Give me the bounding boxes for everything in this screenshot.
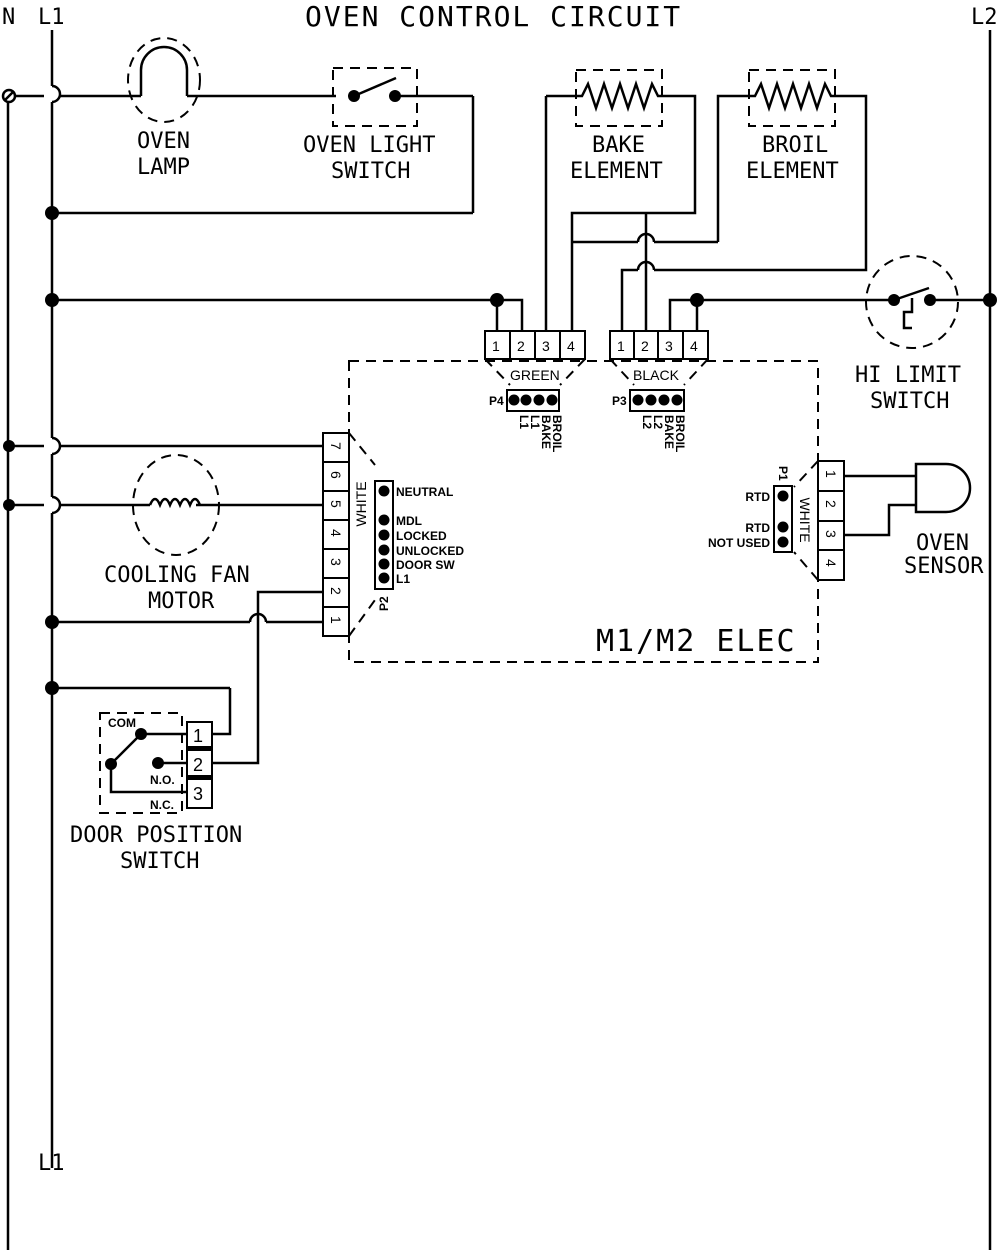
p2-name: P2: [377, 596, 391, 611]
p4-signal-2: L1: [528, 415, 542, 429]
p2-signal-unlocked: UNLOCKED: [396, 544, 464, 558]
p3-color-label: BLACK: [633, 367, 680, 383]
p2-pin-6: 6: [328, 471, 344, 479]
connector-p1: 1 2 3 4 WHITE P1 RTD RTD NOT USED: [708, 460, 845, 581]
p3-signal-3: BAKE: [662, 415, 676, 449]
p1-pin-1: 1: [823, 470, 839, 478]
broil-element: BROIL ELEMENT: [572, 69, 868, 330]
p3-signal-2: L2: [651, 415, 665, 429]
oven-lamp-label-2: LAMP: [137, 155, 190, 180]
cooling-fan-motor-label-1: COOLING FAN: [104, 563, 250, 588]
control-board-outline: [348, 360, 819, 663]
oven-light-switch-label-1: OVEN LIGHT: [303, 133, 435, 158]
cooling-fan-motor-label-2: MOTOR: [148, 589, 215, 614]
door-position-switch-label-1: DOOR POSITION: [70, 823, 242, 848]
oven-sensor-label-1: OVEN: [916, 531, 969, 556]
p4-name: P4: [489, 394, 504, 408]
bake-element-label-2: ELEMENT: [570, 159, 663, 184]
p2-color-label: WHITE: [353, 481, 369, 526]
p1-pin-3: 3: [823, 530, 839, 538]
broil-element-label-1: BROIL: [762, 133, 828, 158]
p1-signal-rtd-2: RTD: [745, 521, 770, 535]
oven-light-switch: OVEN LIGHT SWITCH: [45, 67, 475, 220]
p2-pin-1: 1: [328, 616, 344, 624]
hi-limit-switch-label-2: SWITCH: [870, 389, 949, 414]
oven-lamp-label-1: OVEN: [137, 129, 190, 154]
diagram-title: OVEN CONTROL CIRCUIT: [305, 0, 682, 33]
connector-p3: 1 2 3 4 BLACK P3 L2 L2 BAKE BROIL: [609, 330, 709, 452]
door-switch-com-label: COM: [108, 716, 136, 730]
p3-name: P3: [612, 394, 627, 408]
broil-element-label-2: ELEMENT: [746, 159, 839, 184]
p1-color-label: WHITE: [797, 497, 813, 542]
p3-pin-1: 1: [617, 338, 625, 354]
connector-p2: 7 6 5 4 3 2 1 WHITE P2 NEUTRAL MDL LOCKE…: [322, 432, 464, 637]
p2-wiring: [3, 440, 323, 765]
p4-signal-4: BROIL: [550, 415, 564, 452]
p2-signal-mdl: MDL: [396, 514, 422, 528]
p2-pin-3: 3: [328, 558, 344, 566]
p4-signal-1: L1: [517, 415, 531, 429]
door-position-switch-label-2: SWITCH: [120, 849, 199, 874]
p2-pin-2: 2: [328, 587, 344, 595]
door-switch-pin-3: 3: [193, 784, 203, 804]
neutral-rail: [1, 88, 17, 1250]
hi-limit-switch: HI LIMIT SWITCH: [668, 255, 997, 414]
rail-label-l1: L1: [38, 5, 65, 30]
p2-signal-door-sw: DOOR SW: [396, 558, 455, 572]
p4-signal-3: BAKE: [539, 415, 553, 449]
rail-label-n: N: [2, 5, 15, 30]
rail-label-l2: L2: [971, 5, 998, 30]
bake-element-label-1: BAKE: [592, 133, 645, 158]
p4-pin-1: 1: [492, 338, 500, 354]
door-position-switch: 1 2 3 COM N.O. N.C. DOOR POSITION SWITCH: [45, 681, 242, 874]
oven-sensor: OVEN SENSOR: [844, 462, 984, 579]
l1-rail: [50, 30, 62, 1168]
p2-signal-locked: LOCKED: [396, 529, 447, 543]
p2-pin-4: 4: [328, 529, 344, 537]
p1-signal-rtd-1: RTD: [745, 490, 770, 504]
p3-signal-4: BROIL: [673, 415, 687, 452]
l1-feed-p4: [45, 293, 524, 330]
p2-pin-7: 7: [328, 442, 344, 450]
p2-signal-l1: L1: [396, 572, 410, 586]
p1-pin-2: 2: [823, 500, 839, 508]
door-switch-pin-2: 2: [193, 755, 203, 775]
connector-p4: 1 2 3 4 GREEN P4 L1 L1 BAKE BROIL: [484, 330, 586, 452]
cooling-fan-motor: COOLING FAN MOTOR: [104, 454, 250, 614]
door-switch-pin-1: 1: [193, 726, 203, 746]
p3-signal-1: L2: [640, 415, 654, 429]
p4-pin-2: 2: [517, 338, 525, 354]
p1-pin-4: 4: [823, 559, 839, 567]
door-switch-nc-label: N.C.: [150, 798, 174, 812]
bake-element: BAKE ELEMENT: [544, 69, 697, 330]
p3-pin-3: 3: [665, 338, 673, 354]
p4-color-label: GREEN: [510, 367, 560, 383]
p2-pin-5: 5: [328, 500, 344, 508]
p3-pin-2: 2: [641, 338, 649, 354]
oven-light-switch-label-2: SWITCH: [331, 159, 410, 184]
control-board-label: M1/M2 ELEC: [596, 624, 797, 659]
hi-limit-switch-label-1: HI LIMIT: [855, 363, 961, 388]
p1-name: P1: [776, 466, 790, 481]
p2-signal-neutral: NEUTRAL: [396, 485, 453, 499]
p1-signal-not-used: NOT USED: [708, 536, 770, 550]
door-switch-no-label: N.O.: [150, 773, 175, 787]
p4-pin-4: 4: [567, 338, 575, 354]
p4-pin-3: 3: [542, 338, 550, 354]
p3-pin-4: 4: [690, 338, 698, 354]
oven-sensor-label-2: SENSOR: [904, 554, 984, 579]
oven-lamp: OVEN LAMP: [14, 37, 336, 180]
